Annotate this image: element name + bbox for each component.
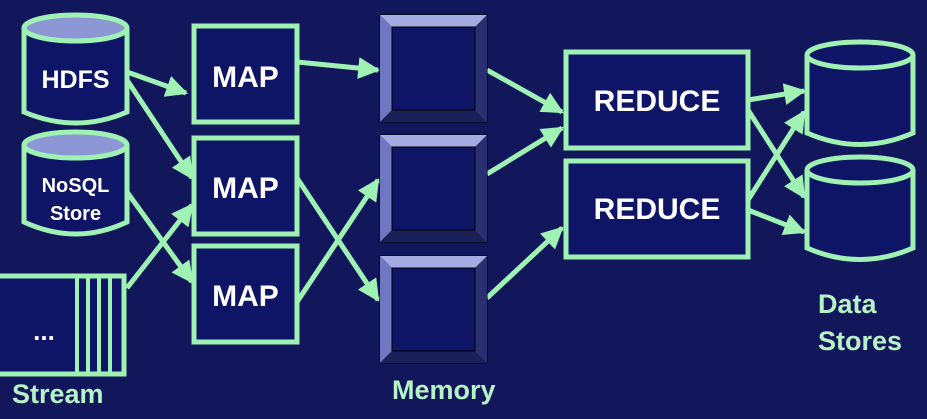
data-stores-label-line1: Data xyxy=(818,289,877,319)
arrow-hdfs-to-map2 xyxy=(124,78,195,180)
stream-label: Stream xyxy=(12,379,104,409)
arrow-memory2-to-reduce1 xyxy=(485,125,564,177)
hdfs-label: HDFS xyxy=(41,66,109,94)
map-box-1: MAP xyxy=(191,23,300,125)
arrow-reduce1-to-store1 xyxy=(747,83,807,106)
data-stores-label-line2: Stores xyxy=(818,326,903,356)
stream-dots: ... xyxy=(33,316,55,346)
nosql-label-line2: Store xyxy=(50,203,101,225)
arrow-map1-to-memory1 xyxy=(296,57,381,80)
arrow-map3-to-memory2 xyxy=(294,178,381,304)
arrow-reduce2-to-store1 xyxy=(745,110,807,202)
nosql-store-cylinder: NoSQL Store xyxy=(21,129,130,237)
arrow-memory3-to-reduce2 xyxy=(485,226,564,300)
arrow-stream-to-map2 xyxy=(125,203,194,290)
map-box-2-label: MAP xyxy=(212,172,279,205)
map-box-3-label: MAP xyxy=(212,280,279,313)
reduce-box-2: REDUCE xyxy=(563,158,751,260)
memory-block-1 xyxy=(379,14,488,123)
flow-arrows xyxy=(124,57,807,304)
data-store-cylinder-2 xyxy=(804,154,916,262)
memory-label: Memory xyxy=(392,375,496,405)
data-store-cylinder-1 xyxy=(804,39,916,147)
reduce-box-1: REDUCE xyxy=(563,49,751,151)
map-box-2: MAP xyxy=(191,135,300,237)
reduce-box-1-label: REDUCE xyxy=(594,85,721,118)
arrow-reduce2-to-store2 xyxy=(747,207,807,235)
reduce-box-2-label: REDUCE xyxy=(594,193,721,226)
arrow-memory1-to-reduce1 xyxy=(485,67,564,115)
arrow-hdfs-to-map1 xyxy=(126,69,189,97)
memory-block-3 xyxy=(379,255,488,364)
map-box-1-label: MAP xyxy=(212,61,279,94)
memory-block-2 xyxy=(379,134,488,243)
stream-buffer: ... xyxy=(0,273,127,377)
hdfs-cylinder: HDFS xyxy=(21,12,130,126)
nosql-label-line1: NoSQL xyxy=(42,175,110,197)
map-box-3: MAP xyxy=(191,243,300,345)
arrow-nosql-to-map3 xyxy=(124,190,195,284)
